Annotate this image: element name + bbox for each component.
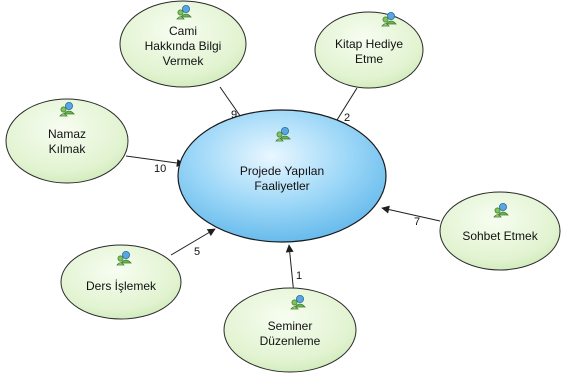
- edge-sohbet: [381, 205, 441, 222]
- node-cami[interactable]: [119, 0, 247, 88]
- central-node[interactable]: [177, 109, 387, 243]
- edge-ders: [170, 228, 216, 256]
- edge-label-seminer: 1: [296, 270, 303, 282]
- edge-label-cami: 9: [231, 109, 238, 121]
- edge-namaz: [125, 155, 185, 167]
- edge-seminer: [285, 244, 295, 296]
- node-kitap[interactable]: [314, 11, 424, 89]
- edge-label-sohbet: 7: [414, 216, 421, 228]
- edge-label-namaz: 10: [154, 163, 167, 175]
- node-seminer[interactable]: [223, 287, 357, 373]
- node-ders[interactable]: [60, 244, 182, 320]
- node-sohbet[interactable]: [439, 191, 561, 271]
- edge-label-ders: 5: [194, 246, 201, 258]
- edge-label-kitap: 2: [344, 112, 351, 124]
- node-namaz[interactable]: [5, 98, 129, 184]
